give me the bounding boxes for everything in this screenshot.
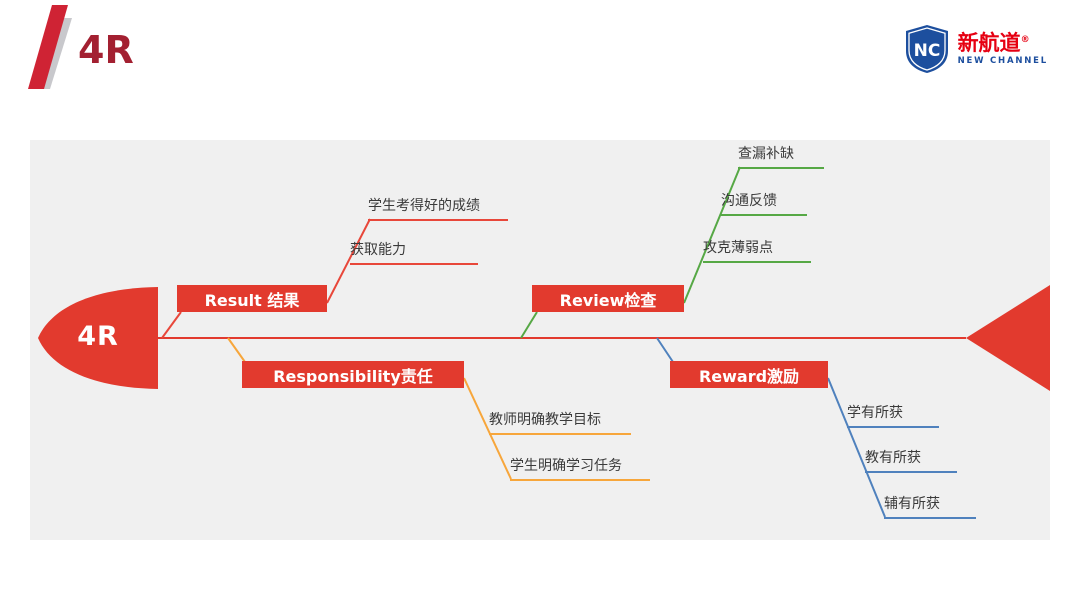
leaf-reward-1: 学有所获	[847, 402, 939, 428]
shield-shape	[905, 25, 948, 73]
slash-decoration	[28, 5, 72, 89]
leaf-reward-3: 辅有所获	[884, 493, 976, 519]
fish-head-label: 4R	[77, 321, 119, 352]
logo-text: 新航道® NEW CHANNEL	[958, 31, 1048, 67]
brand-name-en: NEW CHANNEL	[957, 56, 1048, 67]
leaf-review-3: 攻克薄弱点	[703, 237, 811, 263]
slash-red	[28, 5, 68, 89]
brand-name-cn: 新航道®	[958, 31, 1048, 55]
leaf-result-1: 学生考得好的成绩	[368, 195, 508, 221]
logo-shield-icon: NC	[905, 25, 948, 73]
shield-inner-outline	[907, 27, 946, 71]
branch-label-responsibility: Responsibility责任	[242, 361, 464, 388]
leaf-responsibility-1: 教师明确教学目标	[489, 409, 631, 435]
slash-gray	[42, 18, 72, 89]
leaf-review-2: 沟通反馈	[721, 190, 807, 216]
branch-label-result: Result 结果	[177, 285, 327, 312]
branch-label-review: Review检查	[532, 285, 684, 312]
leaf-reward-2: 教有所获	[865, 447, 957, 473]
leaf-responsibility-2: 学生明确学习任务	[510, 455, 650, 481]
leaf-review-1: 查漏补缺	[738, 143, 824, 169]
branch-label-reward: Reward激励	[670, 361, 828, 388]
brand-logo: NC 新航道® NEW CHANNEL	[904, 24, 1048, 74]
page-title: 4R	[78, 28, 134, 72]
logo-shield-text: NC	[913, 41, 940, 61]
brand-cn-label: 新航道	[957, 31, 1021, 56]
leaf-result-2: 获取能力	[350, 239, 478, 265]
registered-mark: ®	[1020, 35, 1030, 46]
